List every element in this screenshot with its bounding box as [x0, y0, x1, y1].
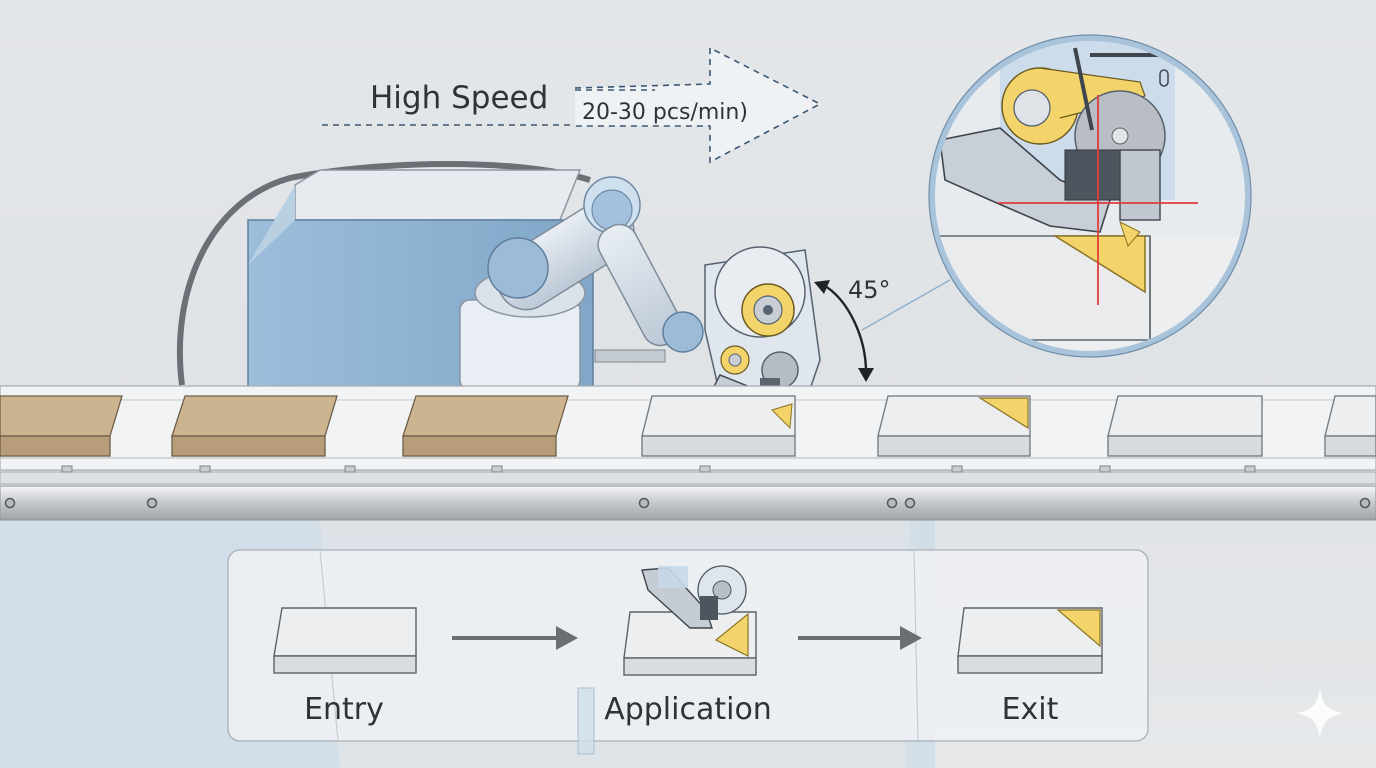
- step-application-label: Application: [604, 692, 772, 727]
- label-in-progress: [771, 403, 793, 430]
- speed-rate: 20-30 pcs/min): [582, 100, 748, 125]
- zoom-connector: [861, 279, 951, 331]
- rail-bolts: [4, 497, 1371, 509]
- angle-label: 45°: [848, 276, 891, 304]
- unlabeled-boxes: [0, 395, 569, 457]
- applied-label: [977, 397, 1029, 430]
- belt-clips: [61, 465, 1256, 473]
- curved-double-arrow-icon: [821, 282, 868, 373]
- step-entry: Entry: [273, 607, 417, 727]
- robot-arm: [474, 176, 704, 353]
- labeling-head: [704, 246, 821, 411]
- step-exit-label: Exit: [1002, 692, 1059, 727]
- dashed-arrow-icon: [322, 46, 822, 164]
- step-arrow-2: [798, 626, 922, 650]
- white-boxes: [641, 395, 1376, 457]
- zoom-detail: [928, 34, 1252, 358]
- step-arrow-1: [452, 626, 578, 650]
- sparkle-icon: [1295, 688, 1345, 738]
- step-exit: Exit: [957, 607, 1103, 727]
- cable: [176, 161, 591, 386]
- speed-title: High Speed: [370, 80, 548, 116]
- step-entry-label: Entry: [304, 692, 384, 727]
- step-application: Application: [604, 565, 772, 727]
